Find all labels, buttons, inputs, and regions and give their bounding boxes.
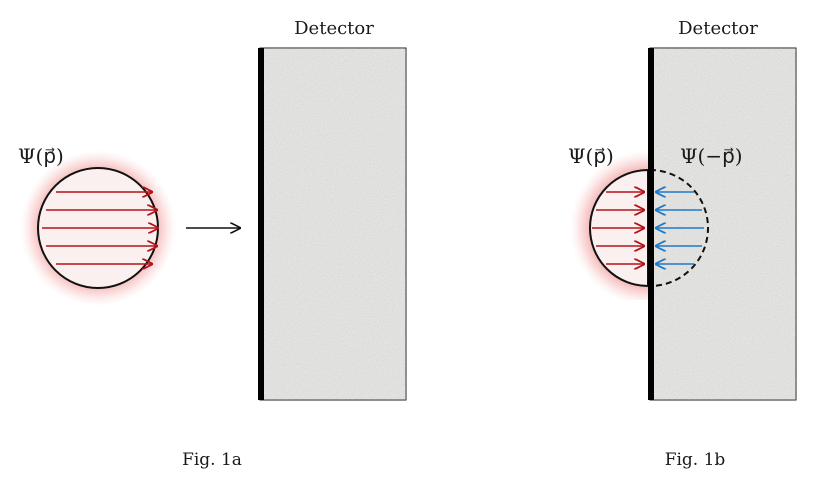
detector-wall-1b — [648, 48, 654, 400]
wave-label-reflected-1b: Ψ(−p⃗) — [680, 144, 743, 168]
figure-1b: Detector Ψ(p⃗) Ψ(−p⃗) — [568, 18, 797, 470]
momentum-arrows-incident-1b — [592, 192, 644, 264]
caption-1b: Fig. 1b — [665, 450, 726, 470]
detector-label-1a: Detector — [294, 18, 374, 39]
wavepacket-incident-1b — [570, 150, 649, 300]
wavepacket-dashed-half-1b — [649, 169, 709, 287]
caption-1a: Fig. 1a — [182, 450, 242, 470]
figure-1a: Detector Ψ(p⃗) Fig. 1a — [18, 18, 407, 470]
detector-1a — [258, 47, 407, 401]
wavepacket-reflected-1b — [649, 169, 709, 287]
detector-wall-1a — [258, 48, 264, 400]
momentum-arrows-reflected-1b — [656, 192, 704, 264]
wavepacket-1a — [20, 150, 176, 306]
momentum-arrows-1a — [42, 192, 158, 264]
detector-label-1b: Detector — [678, 18, 758, 39]
detector-1b — [649, 47, 797, 401]
